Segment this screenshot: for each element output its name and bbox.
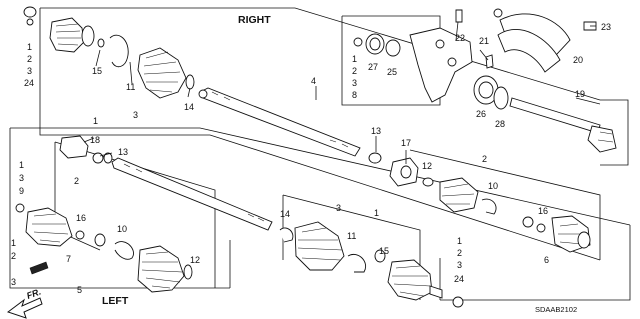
callout: 10 bbox=[117, 224, 127, 234]
callout: 13 bbox=[118, 147, 128, 157]
callout: 8 bbox=[352, 90, 357, 100]
callout: 16 bbox=[538, 206, 548, 216]
front-arrow: FR. bbox=[6, 287, 43, 319]
callout: 18 bbox=[90, 135, 100, 145]
callout: 27 bbox=[368, 62, 378, 72]
callout: 2 bbox=[457, 248, 462, 258]
diagram-code: SDAAB2102 bbox=[535, 305, 577, 314]
callout: 14 bbox=[184, 102, 194, 112]
callout: 2 bbox=[74, 176, 79, 186]
callout: 2 bbox=[482, 154, 487, 164]
callout: 12 bbox=[190, 255, 200, 265]
callout: 15 bbox=[379, 246, 389, 256]
callout: 26 bbox=[476, 109, 486, 119]
callout: 2 bbox=[352, 66, 357, 76]
callout: 24 bbox=[454, 274, 464, 284]
callout: 1 bbox=[19, 160, 24, 170]
heading-right: RIGHT bbox=[238, 14, 271, 26]
left-boot-and-bands bbox=[114, 241, 193, 293]
callout: 1 bbox=[27, 42, 32, 52]
front-arrow-label: FR. bbox=[25, 287, 42, 301]
callout: 1 bbox=[93, 116, 98, 126]
heading-left: LEFT bbox=[102, 295, 129, 307]
callout: 5 bbox=[77, 285, 82, 295]
callout: 2 bbox=[11, 251, 16, 261]
callout: 12 bbox=[422, 161, 432, 171]
callout: 3 bbox=[11, 277, 16, 287]
callout: 7 bbox=[66, 254, 71, 264]
callout: 15 bbox=[92, 66, 102, 76]
callout: 3 bbox=[352, 78, 357, 88]
callout: 1 bbox=[457, 236, 462, 246]
callout: 10 bbox=[488, 181, 498, 191]
callout: 24 bbox=[24, 78, 34, 88]
callout: 23 bbox=[601, 22, 611, 32]
callout: 3 bbox=[336, 203, 341, 213]
callout: 11 bbox=[347, 231, 356, 241]
callout-labels: 1 2 3 24 15 11 3 1 14 4 RIGHT 22 23 21 2… bbox=[11, 14, 611, 314]
callout: 17 bbox=[401, 138, 411, 148]
bearing-support-bracket bbox=[353, 8, 597, 110]
callout: 11 bbox=[126, 82, 135, 92]
callout: 9 bbox=[19, 186, 24, 196]
callout: 1 bbox=[352, 54, 357, 64]
right-outer-cv-joint bbox=[23, 6, 195, 99]
callout: 13 bbox=[371, 126, 381, 136]
left-outer-cv-joint bbox=[279, 221, 464, 308]
callout: 3 bbox=[457, 260, 462, 270]
callout: 21 bbox=[479, 36, 489, 46]
left-drive-shaft bbox=[103, 152, 273, 231]
callout: 2 bbox=[27, 54, 32, 64]
right-inner-cv-parts bbox=[368, 152, 591, 253]
left-inner-cv-joint bbox=[15, 135, 106, 275]
callout: 3 bbox=[133, 110, 138, 120]
callout: 6 bbox=[544, 255, 549, 265]
callout: 3 bbox=[27, 66, 32, 76]
callout: 19 bbox=[575, 89, 585, 99]
callout: 14 bbox=[280, 209, 290, 219]
right-drive-shaft bbox=[198, 87, 361, 157]
leader-lines bbox=[83, 21, 601, 164]
callout: 20 bbox=[573, 55, 583, 65]
callout: 22 bbox=[455, 33, 465, 43]
callout: 1 bbox=[11, 238, 16, 248]
callout: 16 bbox=[76, 213, 86, 223]
callout: 4 bbox=[311, 76, 316, 86]
callout: 28 bbox=[495, 119, 505, 129]
callout: 1 bbox=[374, 208, 379, 218]
callout: 3 bbox=[19, 173, 24, 183]
right-half-shaft bbox=[509, 97, 617, 153]
callout: 25 bbox=[387, 67, 397, 77]
